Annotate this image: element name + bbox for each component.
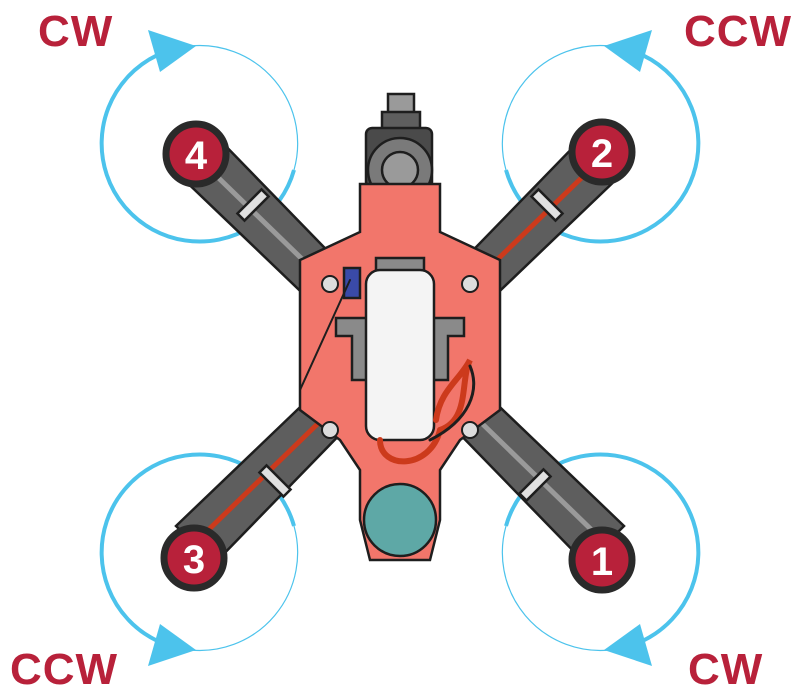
motor-number-4: 4 — [185, 134, 208, 178]
motor-badge-4: 4 — [162, 120, 230, 188]
rotation-thin-arc-1 — [501, 525, 611, 652]
flight-controller-board — [298, 182, 502, 562]
rotation-arrowhead-3 — [148, 624, 196, 666]
motor-badge-1: 1 — [568, 526, 636, 594]
rotation-label-bottom-left: CCW — [10, 645, 119, 694]
rotation-label-bottom-right: CW — [688, 645, 764, 694]
motor-badge-2: 2 — [568, 118, 636, 186]
rotation-arrowhead-1 — [604, 624, 652, 666]
camera-module — [364, 92, 434, 204]
rotation-arrowhead-4 — [148, 30, 196, 72]
wires — [299, 279, 476, 465]
motor-number-1: 1 — [591, 540, 613, 584]
motor-number-2: 2 — [591, 132, 613, 176]
rotation-thin-arc-3 — [189, 525, 299, 652]
round-battery — [362, 482, 438, 558]
motor-badge-3: 3 — [160, 524, 228, 592]
rotation-thin-arc-2 — [501, 44, 611, 171]
rotation-thin-arc-4 — [189, 44, 299, 171]
battery-module — [364, 268, 436, 442]
motor-mount-screws — [321, 275, 479, 439]
motor-number-3: 3 — [183, 538, 205, 582]
chip-component — [342, 266, 362, 300]
rotation-label-top-right: CCW — [684, 7, 793, 56]
rotation-label-top-left: CW — [38, 7, 114, 56]
rotation-arrowhead-2 — [604, 30, 652, 72]
